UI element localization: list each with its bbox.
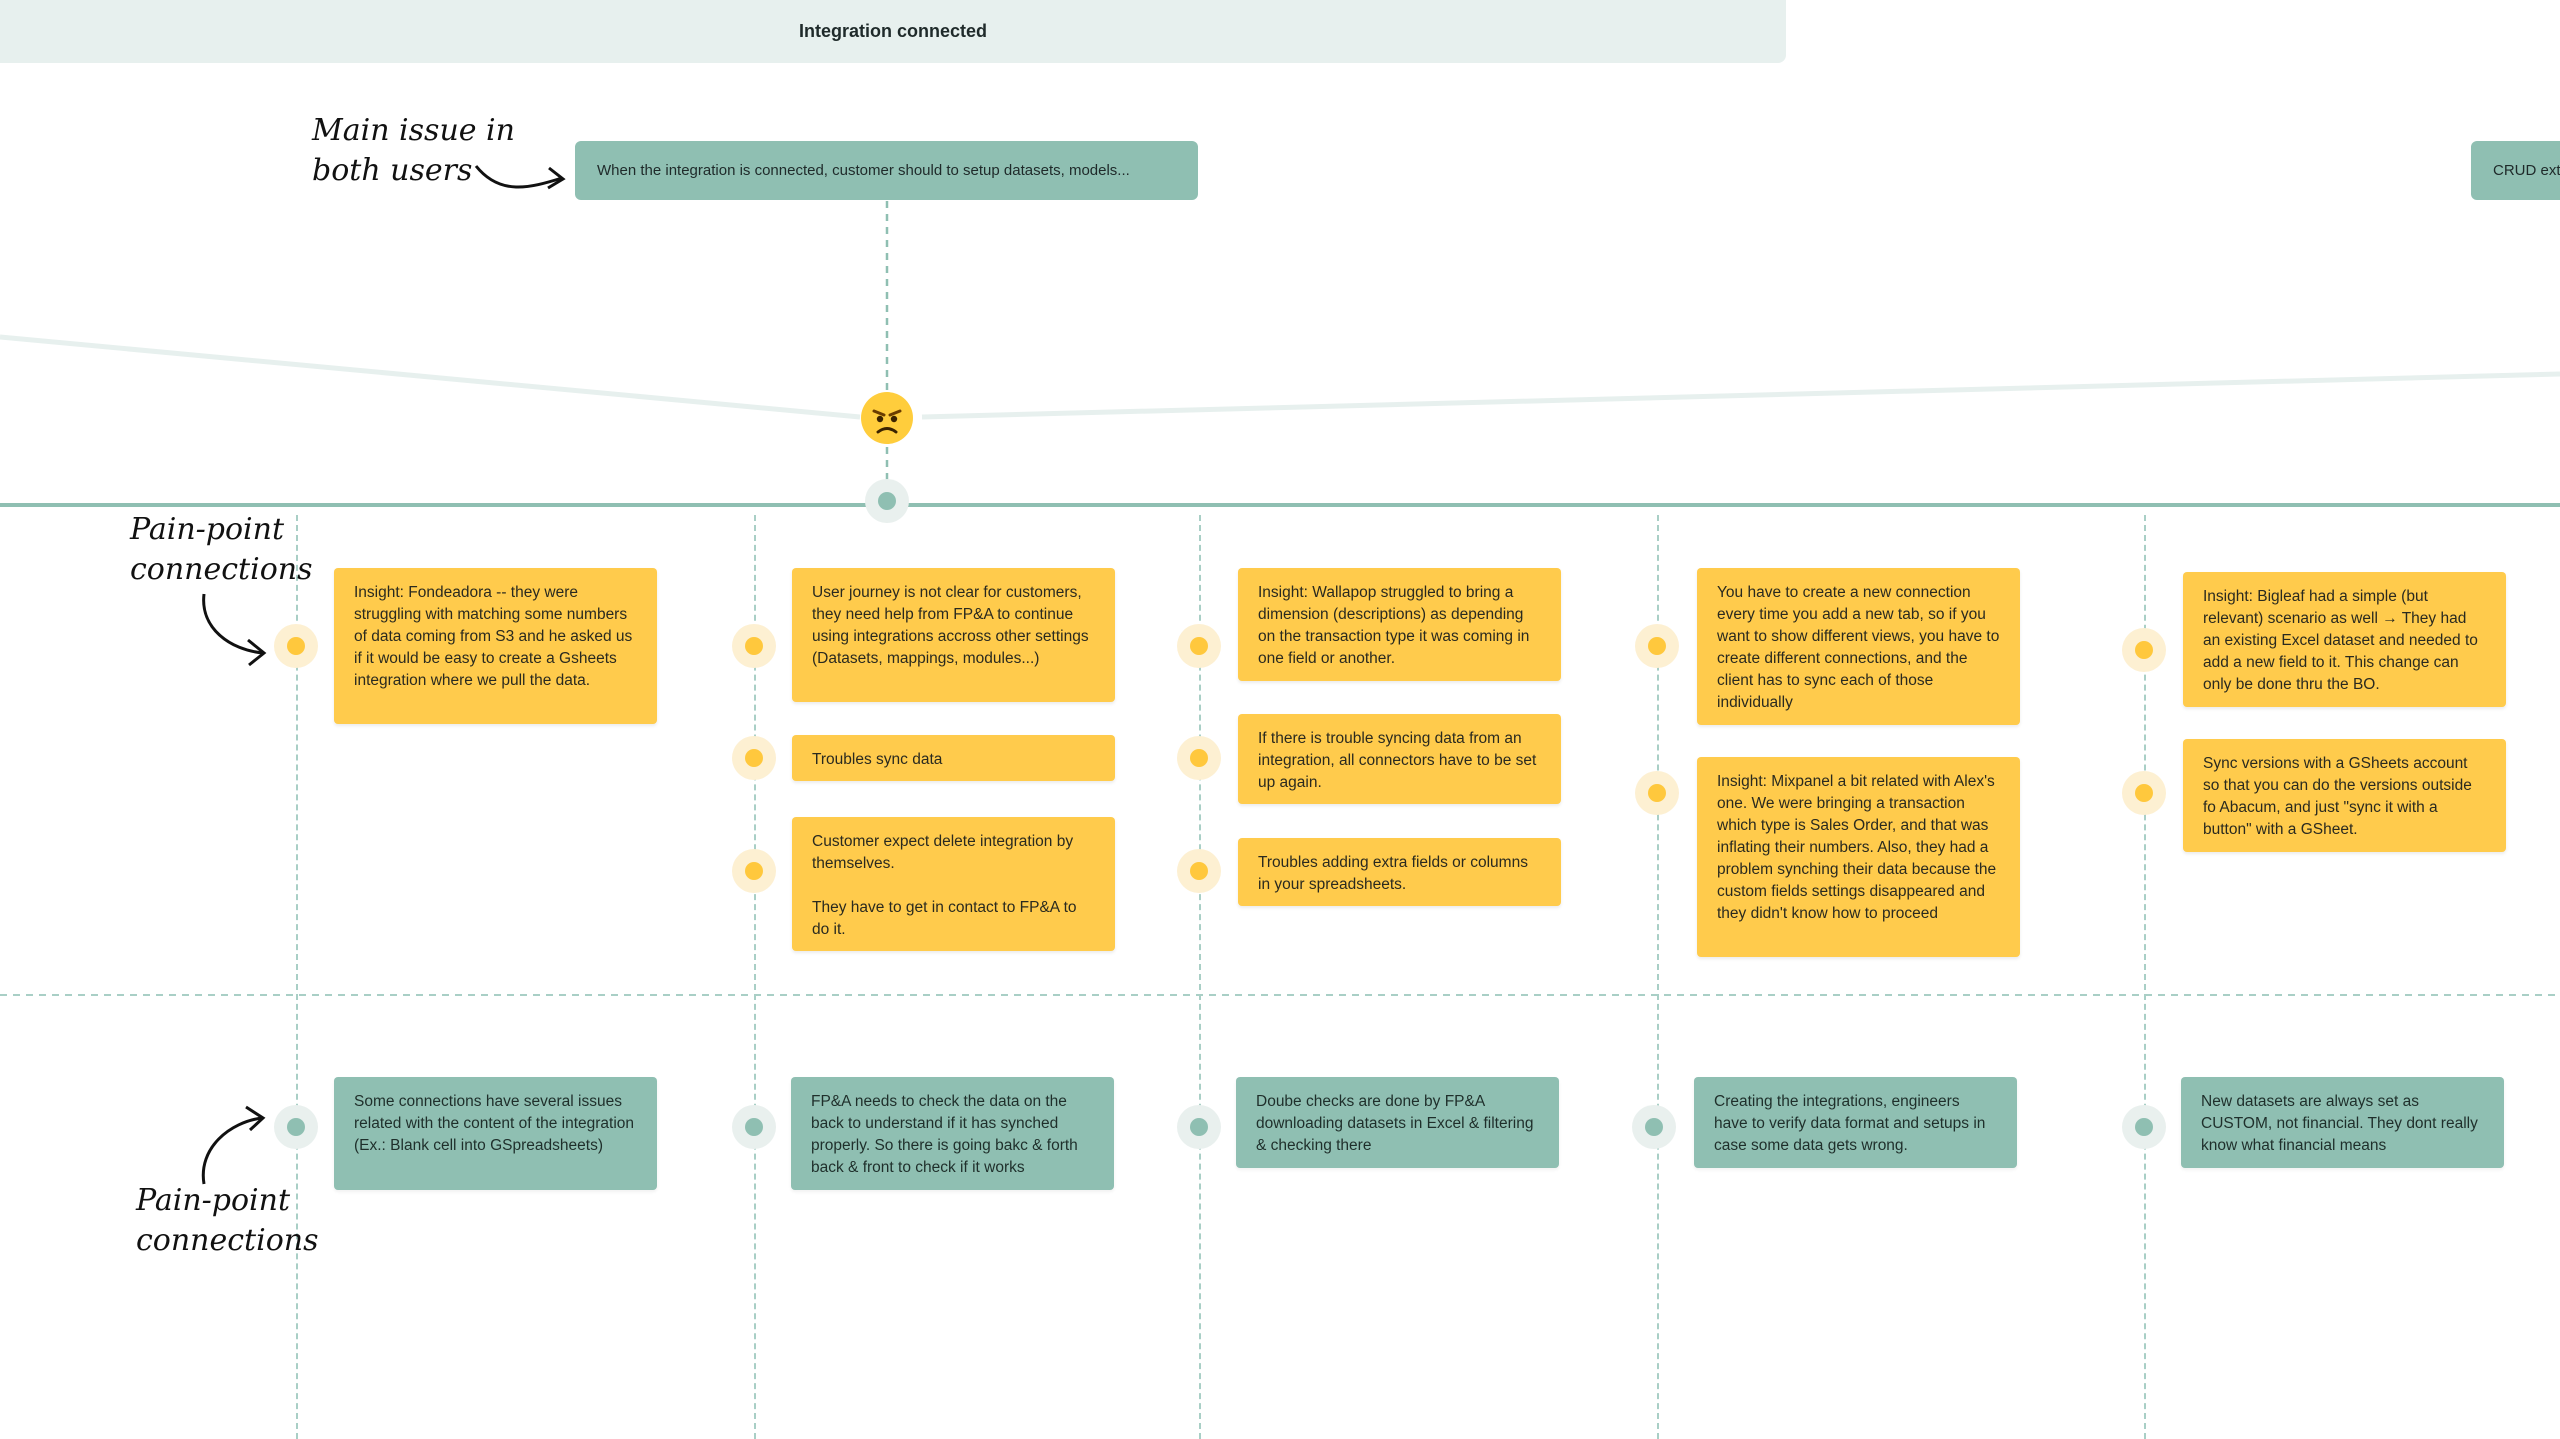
pain-point-node[interactable] bbox=[2122, 628, 2166, 672]
pain-point-annotation-bottom: Pain-point connections bbox=[136, 1183, 319, 1258]
insight-sticky[interactable]: Insight: Mixpanel a bit related with Ale… bbox=[1697, 757, 2020, 957]
column-line-4 bbox=[1657, 515, 1659, 1439]
pain-point-node[interactable] bbox=[1177, 849, 1221, 893]
pain-point-top-arrow-icon bbox=[202, 593, 264, 655]
column-line-5 bbox=[2144, 515, 2146, 1439]
main-issue-card[interactable]: When the integration is connected, custo… bbox=[575, 141, 1198, 200]
pain-point-node[interactable] bbox=[2122, 1105, 2166, 1149]
pain-point-annotation-top: Pain-point connections bbox=[130, 512, 313, 587]
pain-point-node[interactable] bbox=[274, 624, 318, 668]
pain-point-node[interactable] bbox=[732, 624, 776, 668]
pain-point-sticky[interactable]: New datasets are always set as CUSTOM, n… bbox=[2181, 1077, 2504, 1168]
stage-title: Integration connected bbox=[798, 21, 987, 41]
insight-sticky[interactable]: You have to create a new connection ever… bbox=[1697, 568, 2020, 725]
pain-point-node[interactable] bbox=[1177, 736, 1221, 780]
pain-point-node[interactable] bbox=[732, 1105, 776, 1149]
insight-sticky[interactable]: Insight: Bigleaf had a simple (but relev… bbox=[2183, 572, 2506, 707]
pain-point-sticky[interactable]: Doube checks are done by FP&A downloadin… bbox=[1236, 1077, 1559, 1168]
insight-sticky[interactable]: Insight: Wallapop struggled to bring a d… bbox=[1238, 568, 1561, 681]
pain-point-node[interactable] bbox=[1177, 624, 1221, 668]
insight-sticky[interactable]: Insight: Fondeadora -- they were struggl… bbox=[334, 568, 657, 724]
pain-point-node[interactable] bbox=[732, 736, 776, 780]
emotion-curve-right bbox=[921, 371, 2560, 420]
column-line-2 bbox=[754, 515, 756, 1439]
pain-point-sticky[interactable]: Creating the integrations, engineers hav… bbox=[1694, 1077, 2017, 1168]
pain-point-node[interactable] bbox=[732, 849, 776, 893]
pain-point-bottom-arrow-icon bbox=[201, 1116, 263, 1185]
pain-point-node[interactable] bbox=[1635, 771, 1679, 815]
insight-sticky[interactable]: Troubles adding extra fields or columns … bbox=[1238, 838, 1561, 906]
insight-sticky[interactable]: If there is trouble syncing data from an… bbox=[1238, 714, 1561, 804]
pain-point-node[interactable] bbox=[1632, 1105, 1676, 1149]
emotion-curve-left bbox=[0, 334, 861, 420]
main-issue-arrow-icon bbox=[474, 165, 563, 189]
insight-sticky[interactable]: Troubles sync data bbox=[792, 735, 1115, 781]
pain-point-node[interactable] bbox=[274, 1105, 318, 1149]
insight-sticky[interactable]: User journey is not clear for customers,… bbox=[792, 568, 1115, 702]
next-stage-issue-card[interactable]: CRUD ext bbox=[2471, 141, 2560, 200]
timeline-node[interactable] bbox=[865, 479, 909, 523]
pain-point-sticky[interactable]: Some connections have several issues rel… bbox=[334, 1077, 657, 1190]
pain-point-node[interactable] bbox=[1177, 1105, 1221, 1149]
stage-header: Integration connected bbox=[0, 0, 1786, 63]
column-line-1 bbox=[296, 515, 298, 1439]
main-issue-annotation: Main issue in both users bbox=[312, 113, 515, 188]
column-line-3 bbox=[1199, 515, 1201, 1439]
pain-point-sticky[interactable]: FP&A needs to check the data on the back… bbox=[791, 1077, 1114, 1190]
insight-sticky[interactable]: Sync versions with a GSheets account so … bbox=[2183, 739, 2506, 852]
insight-sticky[interactable]: Customer expect delete integration by th… bbox=[792, 817, 1115, 951]
pain-point-node[interactable] bbox=[1635, 624, 1679, 668]
angry-face-icon bbox=[861, 392, 913, 444]
pain-point-node[interactable] bbox=[2122, 771, 2166, 815]
